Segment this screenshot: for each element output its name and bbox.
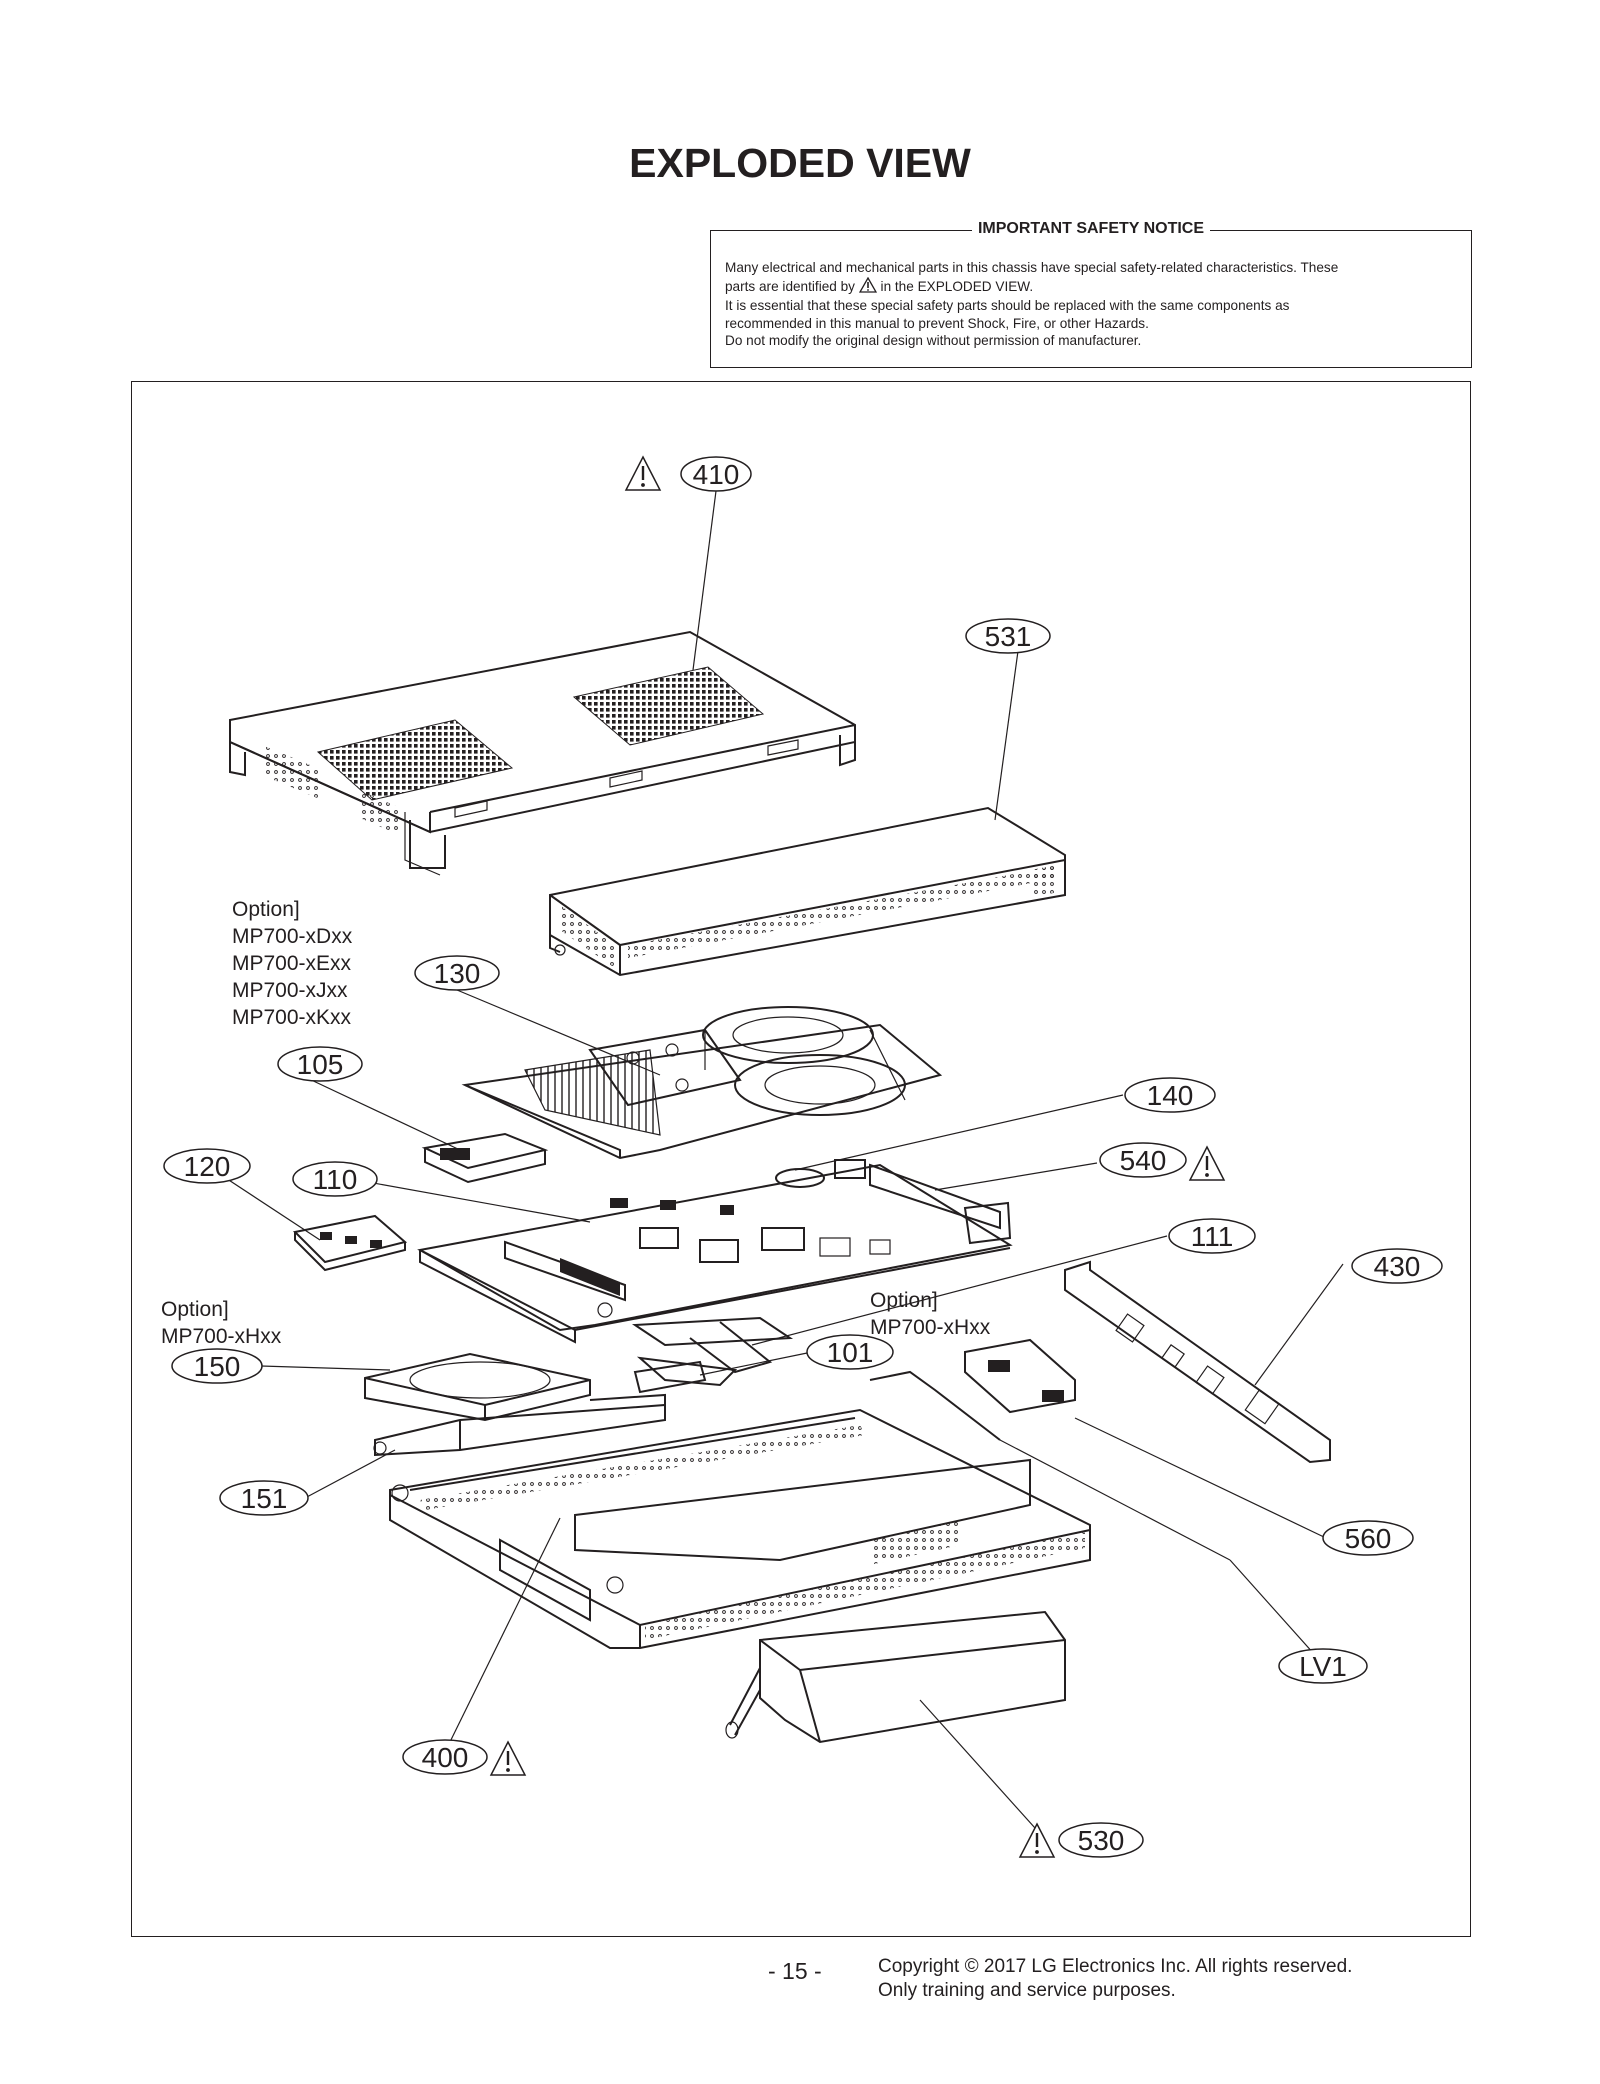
heatsink-fan-130 xyxy=(461,1006,943,1160)
cable-lv1 xyxy=(633,1360,1001,1441)
callout-410: 410 xyxy=(680,456,752,492)
callout-151: 151 xyxy=(219,1480,309,1516)
warning-triangle-icon xyxy=(1188,1145,1226,1181)
callout-130: 130 xyxy=(414,955,500,991)
callout-530: 530 xyxy=(1058,1822,1144,1858)
copyright-block: Copyright © 2017 LG Electronics Inc. All… xyxy=(878,1955,1352,2003)
callout-label: 540 xyxy=(1120,1145,1167,1176)
rear-panel-430 xyxy=(1064,1260,1331,1464)
callout-105: 105 xyxy=(277,1046,363,1082)
callout-120: 120 xyxy=(163,1148,251,1184)
callout-label: LV1 xyxy=(1299,1651,1347,1682)
side-cover-531 xyxy=(549,806,1066,977)
callout-label: 400 xyxy=(422,1742,469,1773)
small-board-105 xyxy=(421,1132,549,1184)
power-adapter-530 xyxy=(725,1610,1066,1744)
callout-101: 101 xyxy=(806,1334,894,1370)
notice-line-2: parts are identified by in the EXPLODED … xyxy=(725,276,1457,298)
notice-line-4: recommended in this manual to prevent Sh… xyxy=(725,315,1149,331)
callout-430: 430 xyxy=(1351,1248,1443,1284)
option-text-top-left: Option] MP700-xDxx MP700-xExx MP700-xJxx… xyxy=(232,898,353,1029)
option-text-left-hdd: Option] MP700-xHxx xyxy=(161,1298,282,1348)
warning-triangle-icon xyxy=(624,455,662,491)
callout-label: 140 xyxy=(1147,1080,1194,1111)
callout-label: 110 xyxy=(313,1164,358,1195)
callout-110: 110 xyxy=(292,1161,378,1197)
callout-label: 151 xyxy=(241,1483,288,1514)
callout-560: 560 xyxy=(1322,1520,1414,1556)
notice-line-3: It is essential that these special safet… xyxy=(725,298,1290,313)
warning-triangle-icon xyxy=(489,1740,527,1776)
safety-notice-box: IMPORTANT SAFETY NOTICE Many electrical … xyxy=(710,220,1472,368)
callout-111: 111 xyxy=(1168,1218,1256,1254)
safety-notice-heading-wrap: IMPORTANT SAFETY NOTICE xyxy=(711,220,1471,238)
safety-notice-body: Many electrical and mechanical parts in … xyxy=(725,259,1457,350)
hdd-bracket-151 xyxy=(373,1393,666,1457)
notice-line-5: Do not modify the original design withou… xyxy=(725,333,1142,348)
callout-label: 530 xyxy=(1078,1825,1125,1856)
callout-label: 101 xyxy=(827,1337,874,1368)
warning-triangle-icon xyxy=(858,276,877,298)
notice-line-1: Many electrical and mechanical parts in … xyxy=(725,260,1339,275)
callout-540: 540 xyxy=(1099,1142,1187,1178)
leader-lines xyxy=(208,490,1344,1829)
board-560 xyxy=(964,1338,1076,1414)
callout-label: 531 xyxy=(985,621,1032,652)
page-title: EXPLODED VIEW xyxy=(629,140,971,186)
callout-label: 120 xyxy=(184,1151,231,1182)
callout-label: 430 xyxy=(1374,1251,1421,1282)
callout-lv1: LV1 xyxy=(1278,1648,1368,1684)
callout-140: 140 xyxy=(1124,1077,1216,1113)
page-number: - 15 - xyxy=(768,1958,822,1984)
safety-notice-heading: IMPORTANT SAFETY NOTICE xyxy=(971,220,1211,237)
callout-150: 150 xyxy=(171,1348,263,1384)
notice-line-2a: parts are identified by xyxy=(725,278,855,294)
warning-triangle-icon xyxy=(1018,1822,1056,1858)
hdd-150 xyxy=(364,1352,591,1422)
callout-label: 111 xyxy=(1191,1221,1234,1252)
memory-module-120 xyxy=(292,1214,408,1272)
copyright-line-1: Copyright © 2017 LG Electronics Inc. All… xyxy=(878,1956,1353,1977)
heat-pipe-111 xyxy=(631,1316,794,1387)
main-board-110 xyxy=(417,1159,1013,1344)
option-text-center-hdd: Option] MP700-xHxx xyxy=(870,1289,991,1339)
copyright-line-2: Only training and service purposes. xyxy=(878,1980,1176,2001)
callout-label: 105 xyxy=(297,1049,344,1080)
notice-line-2b: in the EXPLODED VIEW. xyxy=(880,278,1034,294)
callout-531: 531 xyxy=(965,618,1051,654)
callout-label: 130 xyxy=(434,958,481,989)
callout-400: 400 xyxy=(402,1739,488,1775)
exploded-view-frame xyxy=(131,381,1471,1937)
base-chassis-400 xyxy=(389,1408,1091,1649)
callout-label: 150 xyxy=(194,1351,241,1382)
top-cover-410 xyxy=(229,630,856,876)
callout-label: 410 xyxy=(693,459,740,490)
callout-label: 560 xyxy=(1345,1523,1392,1554)
